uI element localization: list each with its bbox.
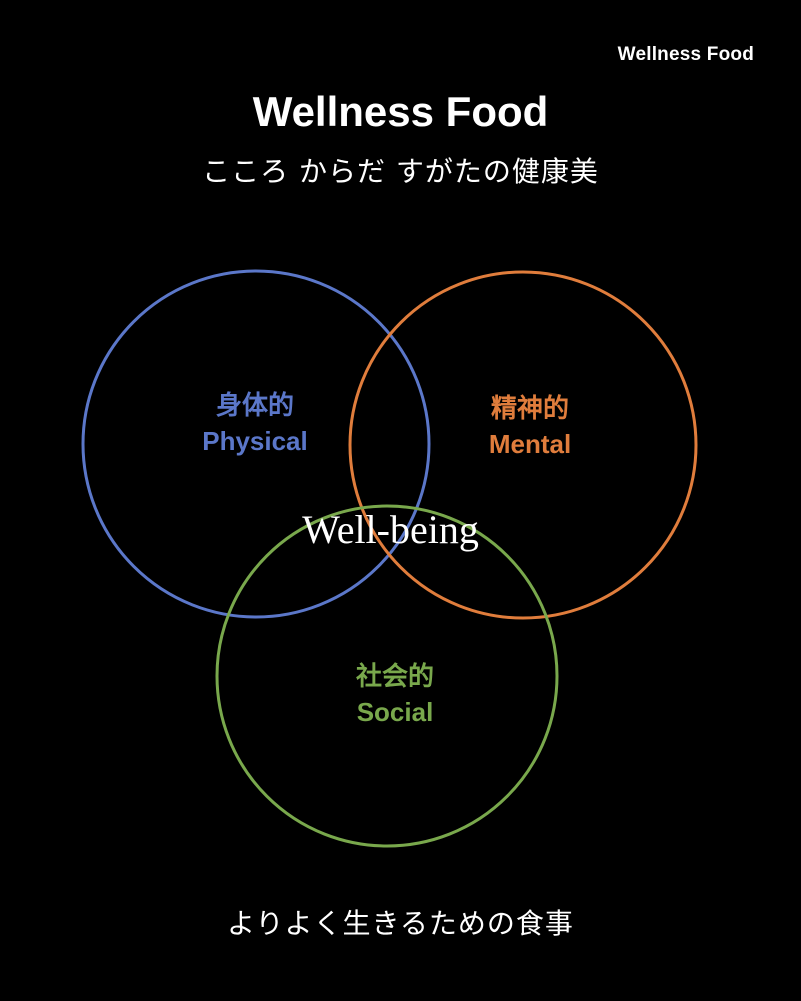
physical-label-jp: 身体的 xyxy=(215,391,294,421)
brand-tag: Wellness Food xyxy=(617,44,754,65)
footer-tagline: よりよく生きるための食事 xyxy=(227,907,574,940)
physical-circle xyxy=(81,269,431,619)
mental-label-en: Mental xyxy=(488,429,572,460)
page-title: Wellness Food xyxy=(252,88,549,135)
social-label-jp: 社会的 xyxy=(355,662,434,692)
mental-label: 精神的 Mental xyxy=(430,392,630,462)
center-label: Well-being xyxy=(302,507,479,552)
physical-label-en: Physical xyxy=(202,426,308,457)
page-subtitle: こころ からだ すがたの健康美 xyxy=(202,155,599,188)
social-label-en: Social xyxy=(356,697,434,728)
social-circle xyxy=(215,504,559,848)
physical-label: 身体的 Physical xyxy=(155,389,355,459)
mental-circle xyxy=(348,270,698,620)
mental-label-jp: 精神的 xyxy=(490,394,569,424)
social-label: 社会的 Social xyxy=(295,660,495,730)
